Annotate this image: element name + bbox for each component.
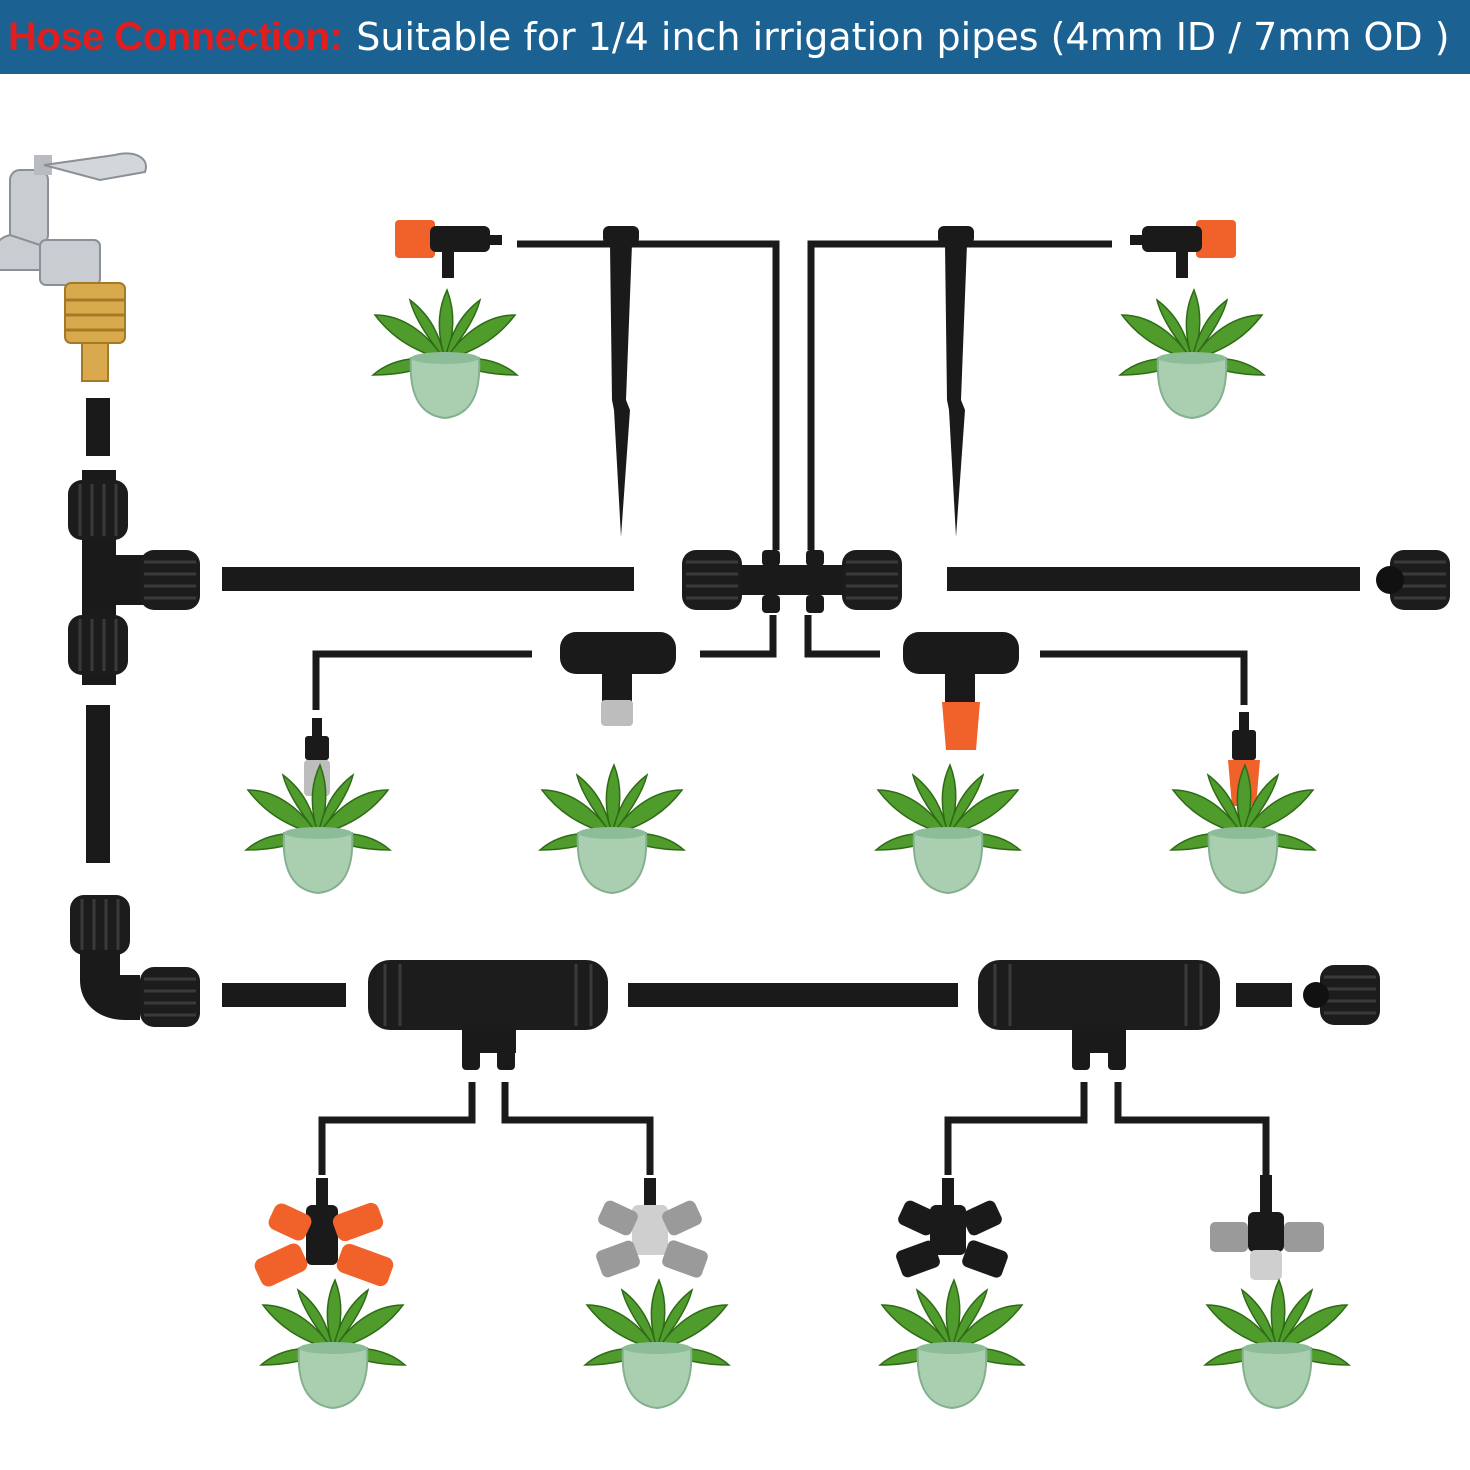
plant-pot-icon: [260, 1279, 406, 1409]
supply-pipe: [86, 398, 110, 456]
micro-tubing: [312, 240, 1248, 710]
tee-connector-icon: [903, 632, 1019, 750]
cross-mister-icon: [896, 1178, 1008, 1278]
plant-pot-icon: [1204, 1279, 1350, 1409]
cross-mister-icon: [254, 1178, 394, 1287]
plant-pot-icon: [1170, 764, 1316, 894]
dripper-stake-icon: [938, 226, 974, 537]
main-pipe: [222, 983, 346, 1007]
plant-pot-icon: [879, 1279, 1025, 1409]
tee-connector-icon: [978, 960, 1220, 1070]
plant-pot-icon: [1119, 289, 1265, 419]
tee-connector-icon: [680, 548, 904, 613]
main-pipe: [1236, 983, 1292, 1007]
tee-connector-icon: [560, 632, 676, 726]
dripper-stake-icon: [603, 226, 639, 537]
plant-pot-icon: [372, 289, 518, 419]
tee-connector-icon: [368, 960, 608, 1070]
banner-text: Suitable for 1/4 inch irrigation pipes (…: [356, 15, 1450, 59]
adjustable-dripper-icon: [395, 220, 502, 278]
faucet-icon: [0, 152, 147, 286]
cross-mister-icon: [1210, 1175, 1324, 1280]
brass-quick-connector-icon: [64, 282, 126, 382]
main-pipe: [222, 567, 634, 591]
end-plug-icon: [1303, 963, 1382, 1027]
cross-mister-icon: [596, 1178, 708, 1278]
micro-tubing: [318, 1082, 1270, 1175]
supply-pipe: [86, 705, 110, 863]
header-banner: Hose Connection: Suitable for 1/4 inch i…: [0, 0, 1470, 74]
plant-pot-icon: [584, 1279, 730, 1409]
tee-connector-icon: [66, 470, 202, 685]
main-pipe: [628, 983, 958, 1007]
elbow-connector-icon: [68, 893, 202, 1029]
end-plug-icon: [1376, 548, 1452, 612]
adjustable-dripper-icon: [1130, 220, 1236, 278]
plant-pot-icon: [539, 764, 685, 894]
banner-label: Hose Connection:: [8, 14, 343, 59]
plant-pot-icon: [245, 764, 391, 894]
plant-pot-icon: [875, 764, 1021, 894]
irrigation-diagram: [0, 152, 1452, 1409]
main-pipe: [947, 567, 1360, 591]
